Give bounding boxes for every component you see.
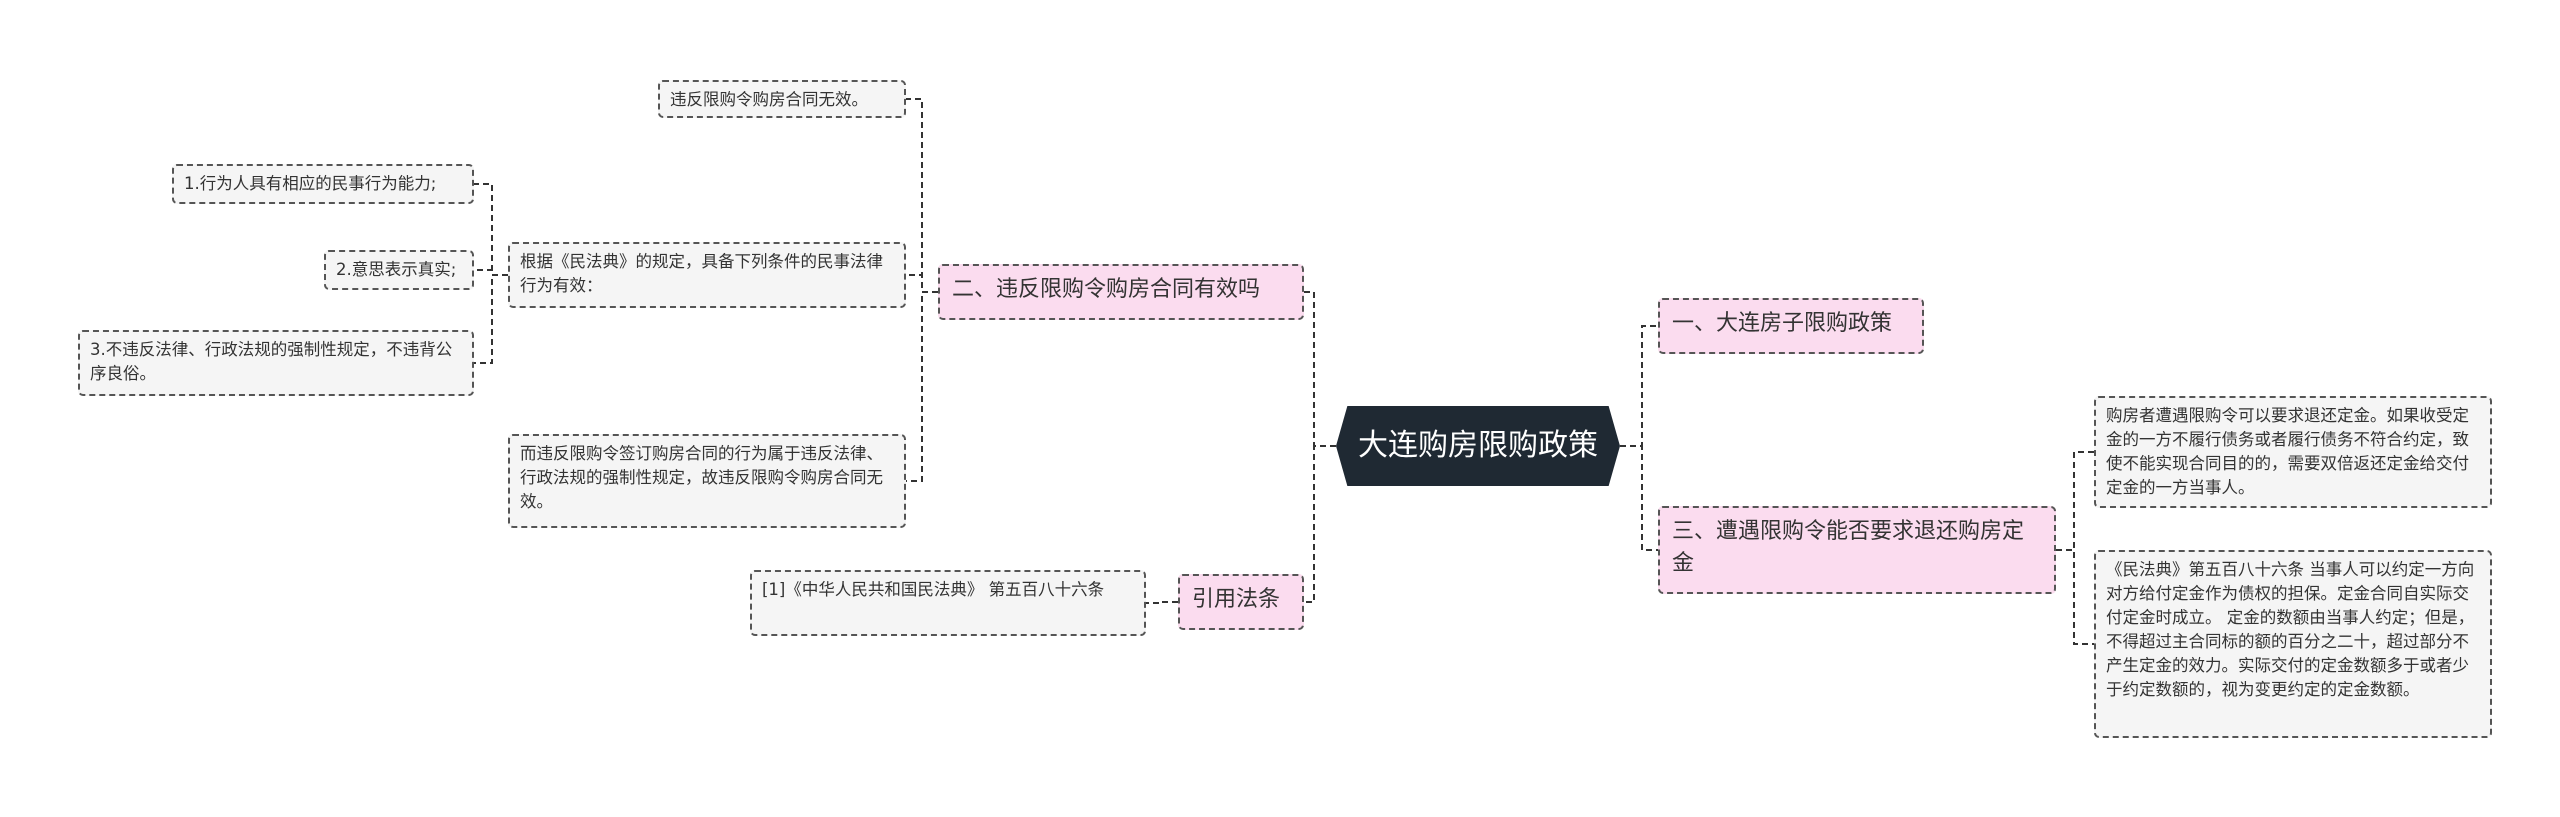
leaf-condition-capacity[interactable]: 1.行为人具有相应的民事行为能力;: [172, 164, 474, 204]
branch-deposit-refund[interactable]: 三、遭遇限购令能否要求退还购房定金: [1658, 506, 2056, 594]
leaf-civil-code-conditions[interactable]: 根据《民法典》的规定，具备下列条件的民事法律行为有效：: [508, 242, 906, 308]
branch-contract-validity[interactable]: 二、违反限购令购房合同有效吗: [938, 264, 1304, 320]
connector-root-node-to-branch-limit-policy: [1620, 325, 1658, 447]
connector-leaf-civil-code-conditions-to-leaf-condition-intent: [474, 269, 508, 276]
connector-branch-deposit-refund-to-leaf-civil-code-article-586: [2056, 549, 2094, 645]
leaf-condition-intent[interactable]: 2.意思表示真实;: [324, 250, 474, 290]
root-node[interactable]: 大连购房限购政策: [1336, 406, 1620, 486]
leaf-deposit-refund-answer[interactable]: 购房者遭遇限购令可以要求退还定金。如果收受定金的一方不履行债务或者履行债务不符合…: [2094, 396, 2492, 508]
leaf-cited-civil-code[interactable]: [1]《中华人民共和国民法典》 第五百八十六条: [750, 570, 1146, 636]
connector-branch-deposit-refund-to-leaf-deposit-refund-answer: [2056, 451, 2094, 551]
connector-root-node-to-branch-deposit-refund: [1620, 445, 1658, 551]
connector-leaf-civil-code-conditions-to-leaf-condition-capacity: [474, 183, 508, 276]
connector-branch-contract-validity-to-leaf-civil-code-conditions: [906, 274, 938, 293]
connector-root-node-to-branch-cited-law: [1304, 445, 1336, 603]
leaf-violation-invalid[interactable]: 而违反限购令签订购房合同的行为属于违反法律、行政法规的强制性规定，故违反限购令购…: [508, 434, 906, 528]
connector-branch-cited-law-to-leaf-cited-civil-code: [1146, 601, 1178, 604]
connector-branch-contract-validity-to-leaf-contract-invalid: [906, 98, 938, 293]
leaf-civil-code-article-586[interactable]: 《民法典》第五百八十六条 当事人可以约定一方向对方给付定金作为债权的担保。定金合…: [2094, 550, 2492, 738]
connector-branch-contract-validity-to-leaf-violation-invalid: [906, 291, 938, 482]
leaf-condition-legality[interactable]: 3.不违反法律、行政法规的强制性规定，不违背公序良俗。: [78, 330, 474, 396]
leaf-contract-invalid[interactable]: 违反限购令购房合同无效。: [658, 80, 906, 118]
branch-limit-policy[interactable]: 一、大连房子限购政策: [1658, 298, 1924, 354]
branch-cited-law[interactable]: 引用法条: [1178, 574, 1304, 630]
connector-root-node-to-branch-contract-validity: [1304, 291, 1336, 447]
connector-leaf-civil-code-conditions-to-leaf-condition-legality: [474, 274, 508, 364]
